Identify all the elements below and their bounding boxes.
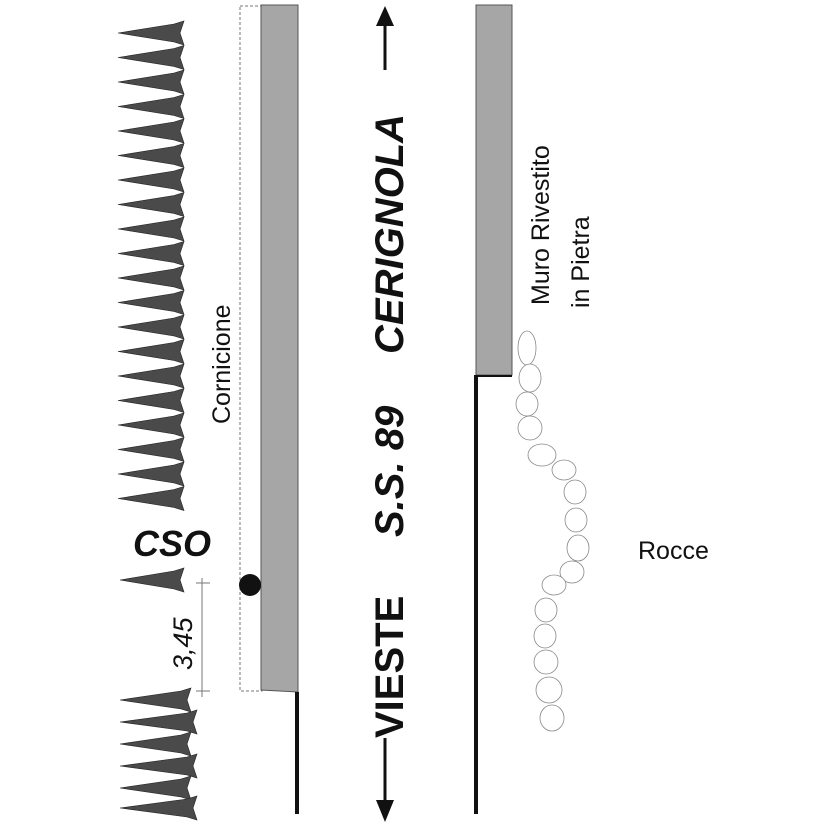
spike-icon bbox=[117, 461, 185, 487]
spike-icon bbox=[117, 388, 185, 413]
spike-icon bbox=[117, 143, 185, 168]
marker-dot-icon bbox=[239, 574, 261, 596]
direction-label-vieste: VIESTE bbox=[368, 596, 412, 738]
road-name-label: S.S. 89 bbox=[368, 405, 412, 537]
spike-icon bbox=[117, 45, 185, 70]
spike-icon bbox=[119, 753, 198, 779]
double-arrow-icon bbox=[376, 6, 394, 822]
spike-icon bbox=[117, 216, 185, 242]
spike-icon bbox=[119, 731, 192, 757]
rock-outline-chain bbox=[515, 330, 590, 732]
wall-label-line1: Muro Rivestito bbox=[527, 145, 555, 305]
spike-icon bbox=[117, 94, 185, 119]
spike-row-top bbox=[117, 20, 185, 511]
dimension-line bbox=[196, 578, 210, 697]
rock-icon bbox=[539, 704, 565, 732]
rock-icon bbox=[517, 415, 543, 441]
rock-icon bbox=[534, 597, 558, 623]
rock-icon bbox=[518, 363, 542, 393]
spike-icon bbox=[117, 437, 185, 462]
spike-icon bbox=[117, 241, 185, 266]
spike-icon bbox=[117, 118, 185, 144]
spike-icon bbox=[117, 265, 185, 291]
rock-icon bbox=[563, 479, 587, 505]
spike-icon bbox=[117, 339, 185, 364]
direction-label-cerignola: CERIGNOLA bbox=[368, 114, 412, 354]
spike-icon bbox=[117, 192, 185, 217]
right-wall-strip bbox=[475, 4, 513, 376]
rock-icon bbox=[515, 391, 539, 417]
rock-icon bbox=[527, 443, 557, 467]
spike-icon bbox=[117, 486, 185, 511]
spike-icon bbox=[119, 687, 192, 713]
rock-icon bbox=[566, 534, 590, 562]
rock-icon bbox=[541, 574, 567, 596]
spike-icon bbox=[119, 795, 198, 821]
spike-icon bbox=[119, 709, 198, 735]
spike-icon bbox=[117, 20, 185, 46]
spike-icon bbox=[117, 412, 185, 438]
cornicione-label: Cornicione bbox=[208, 304, 236, 424]
spike-icon bbox=[117, 314, 185, 340]
rock-icon bbox=[517, 330, 537, 366]
rock-icon bbox=[535, 676, 563, 704]
spike-icon bbox=[117, 290, 185, 315]
left-wall-strip bbox=[260, 4, 299, 693]
spike-icon bbox=[119, 775, 192, 801]
spike-row-middle bbox=[119, 567, 185, 593]
rock-icon bbox=[533, 623, 557, 649]
spike-row-bottom bbox=[119, 687, 198, 821]
spike-icon bbox=[117, 363, 185, 389]
cso-marker-label: CSO bbox=[133, 523, 211, 564]
cornice-outline bbox=[239, 5, 263, 692]
spike-icon bbox=[119, 567, 185, 593]
dimension-label: 3,45 bbox=[168, 616, 198, 670]
spike-icon bbox=[117, 167, 185, 193]
rock-icon bbox=[533, 649, 559, 675]
wall-label-line2: in Pietra bbox=[567, 216, 595, 308]
spike-icon bbox=[117, 69, 185, 95]
rock-icon bbox=[551, 459, 577, 481]
rock-icon bbox=[559, 560, 585, 584]
rocks-label: Rocce bbox=[638, 537, 709, 565]
rock-icon bbox=[564, 507, 588, 533]
